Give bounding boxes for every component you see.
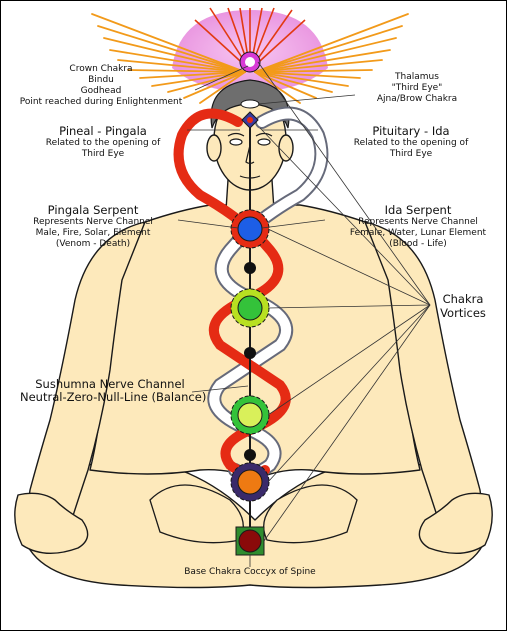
right-hand [418, 492, 493, 554]
sushumna-line-1: Sushumna Nerve Channel [35, 377, 185, 391]
chakra-vortices-line-2: Vortices [440, 306, 486, 320]
solar-chakra [237, 402, 263, 428]
thalamus-line-2: "Third Eye" [391, 83, 443, 93]
ida-serpent-label: Ida Serpent Represents Nerve Channel Fem… [340, 203, 496, 250]
pineal-line-2: Third Eye [81, 149, 125, 159]
node-dot [244, 347, 256, 359]
ida-serpent-line-2: Female, Water, Lunar Element [349, 228, 487, 238]
chakra-vortices-line-1: Chakra [442, 292, 484, 306]
crown-line-1: Crown Chakra [69, 64, 133, 74]
sacral-chakra [237, 469, 263, 495]
right-wing [254, 13, 409, 104]
ida-serpent-title: Ida Serpent [384, 203, 452, 217]
pingala-serpent-label: Pingala Serpent Represents Nerve Channel… [18, 203, 168, 250]
left-hand [14, 492, 89, 554]
crossed-legs [24, 461, 486, 589]
ida-serpent-line-3: (Blood - Life) [389, 239, 447, 249]
feet [149, 484, 358, 544]
pituitary-line-2: Third Eye [389, 149, 433, 159]
pingala-serpent-title: Pingala Serpent [47, 203, 139, 217]
node-dot [244, 449, 256, 461]
crown-line-4: Point reached during Enlightenment [19, 97, 183, 107]
thalamus-label: Thalamus "Third Eye" Ajna/Brow Chakra [352, 72, 482, 105]
pituitary-title: Pituitary - Ida [372, 124, 450, 138]
pingala-serpent-line-1: Represents Nerve Channel [33, 217, 153, 227]
pituitary-line-1: Related to the opening of [353, 138, 469, 148]
pingala-serpent-line-2: Male, Fire, Solar, Element [35, 228, 151, 238]
right-ear [278, 134, 294, 162]
pingala-serpent-line-3: (Venom - Death) [55, 239, 131, 249]
sushumna-line-2: Neutral-Zero-Null-Line (Balance) [20, 390, 207, 404]
leader-lines [177, 61, 431, 567]
heart-chakra [237, 295, 263, 321]
crown-line-2: Bindu [88, 75, 114, 85]
thalamus-line-1: Thalamus [395, 72, 439, 82]
thalamus-line-3: Ajna/Brow Chakra [376, 94, 458, 104]
ida-serpent-line-1: Represents Nerve Channel [358, 217, 478, 227]
crown-line-3: Godhead [80, 86, 122, 96]
sushumna-label: Sushumna Nerve Channel Neutral-Zero-Null… [20, 377, 207, 404]
pituitary-label: Pituitary - Ida Related to the opening o… [336, 124, 486, 160]
pingala-serpent [173, 108, 291, 479]
seated-figure [14, 89, 493, 589]
throat-chakra [237, 216, 263, 242]
base-line-1: Base Chakra Coccyx of Spine [184, 567, 316, 577]
chakra-vortices-label: Chakra Vortices [428, 292, 498, 320]
left-ear [206, 134, 222, 162]
base-chakra-label: Base Chakra Coccyx of Spine [160, 567, 340, 578]
face [227, 132, 273, 179]
root-chakra [238, 529, 262, 553]
thalamus-dot [240, 99, 260, 109]
pineal-title: Pineal - Pingala [59, 124, 147, 138]
left-wing [91, 13, 246, 104]
pineal-label: Pineal - Pingala Related to the opening … [28, 124, 178, 160]
crown-chakra-label: Crown Chakra Bindu Godhead Point reached… [10, 64, 192, 108]
chakras [230, 51, 270, 556]
pineal-line-1: Related to the opening of [45, 138, 161, 148]
node-dot [244, 262, 256, 274]
